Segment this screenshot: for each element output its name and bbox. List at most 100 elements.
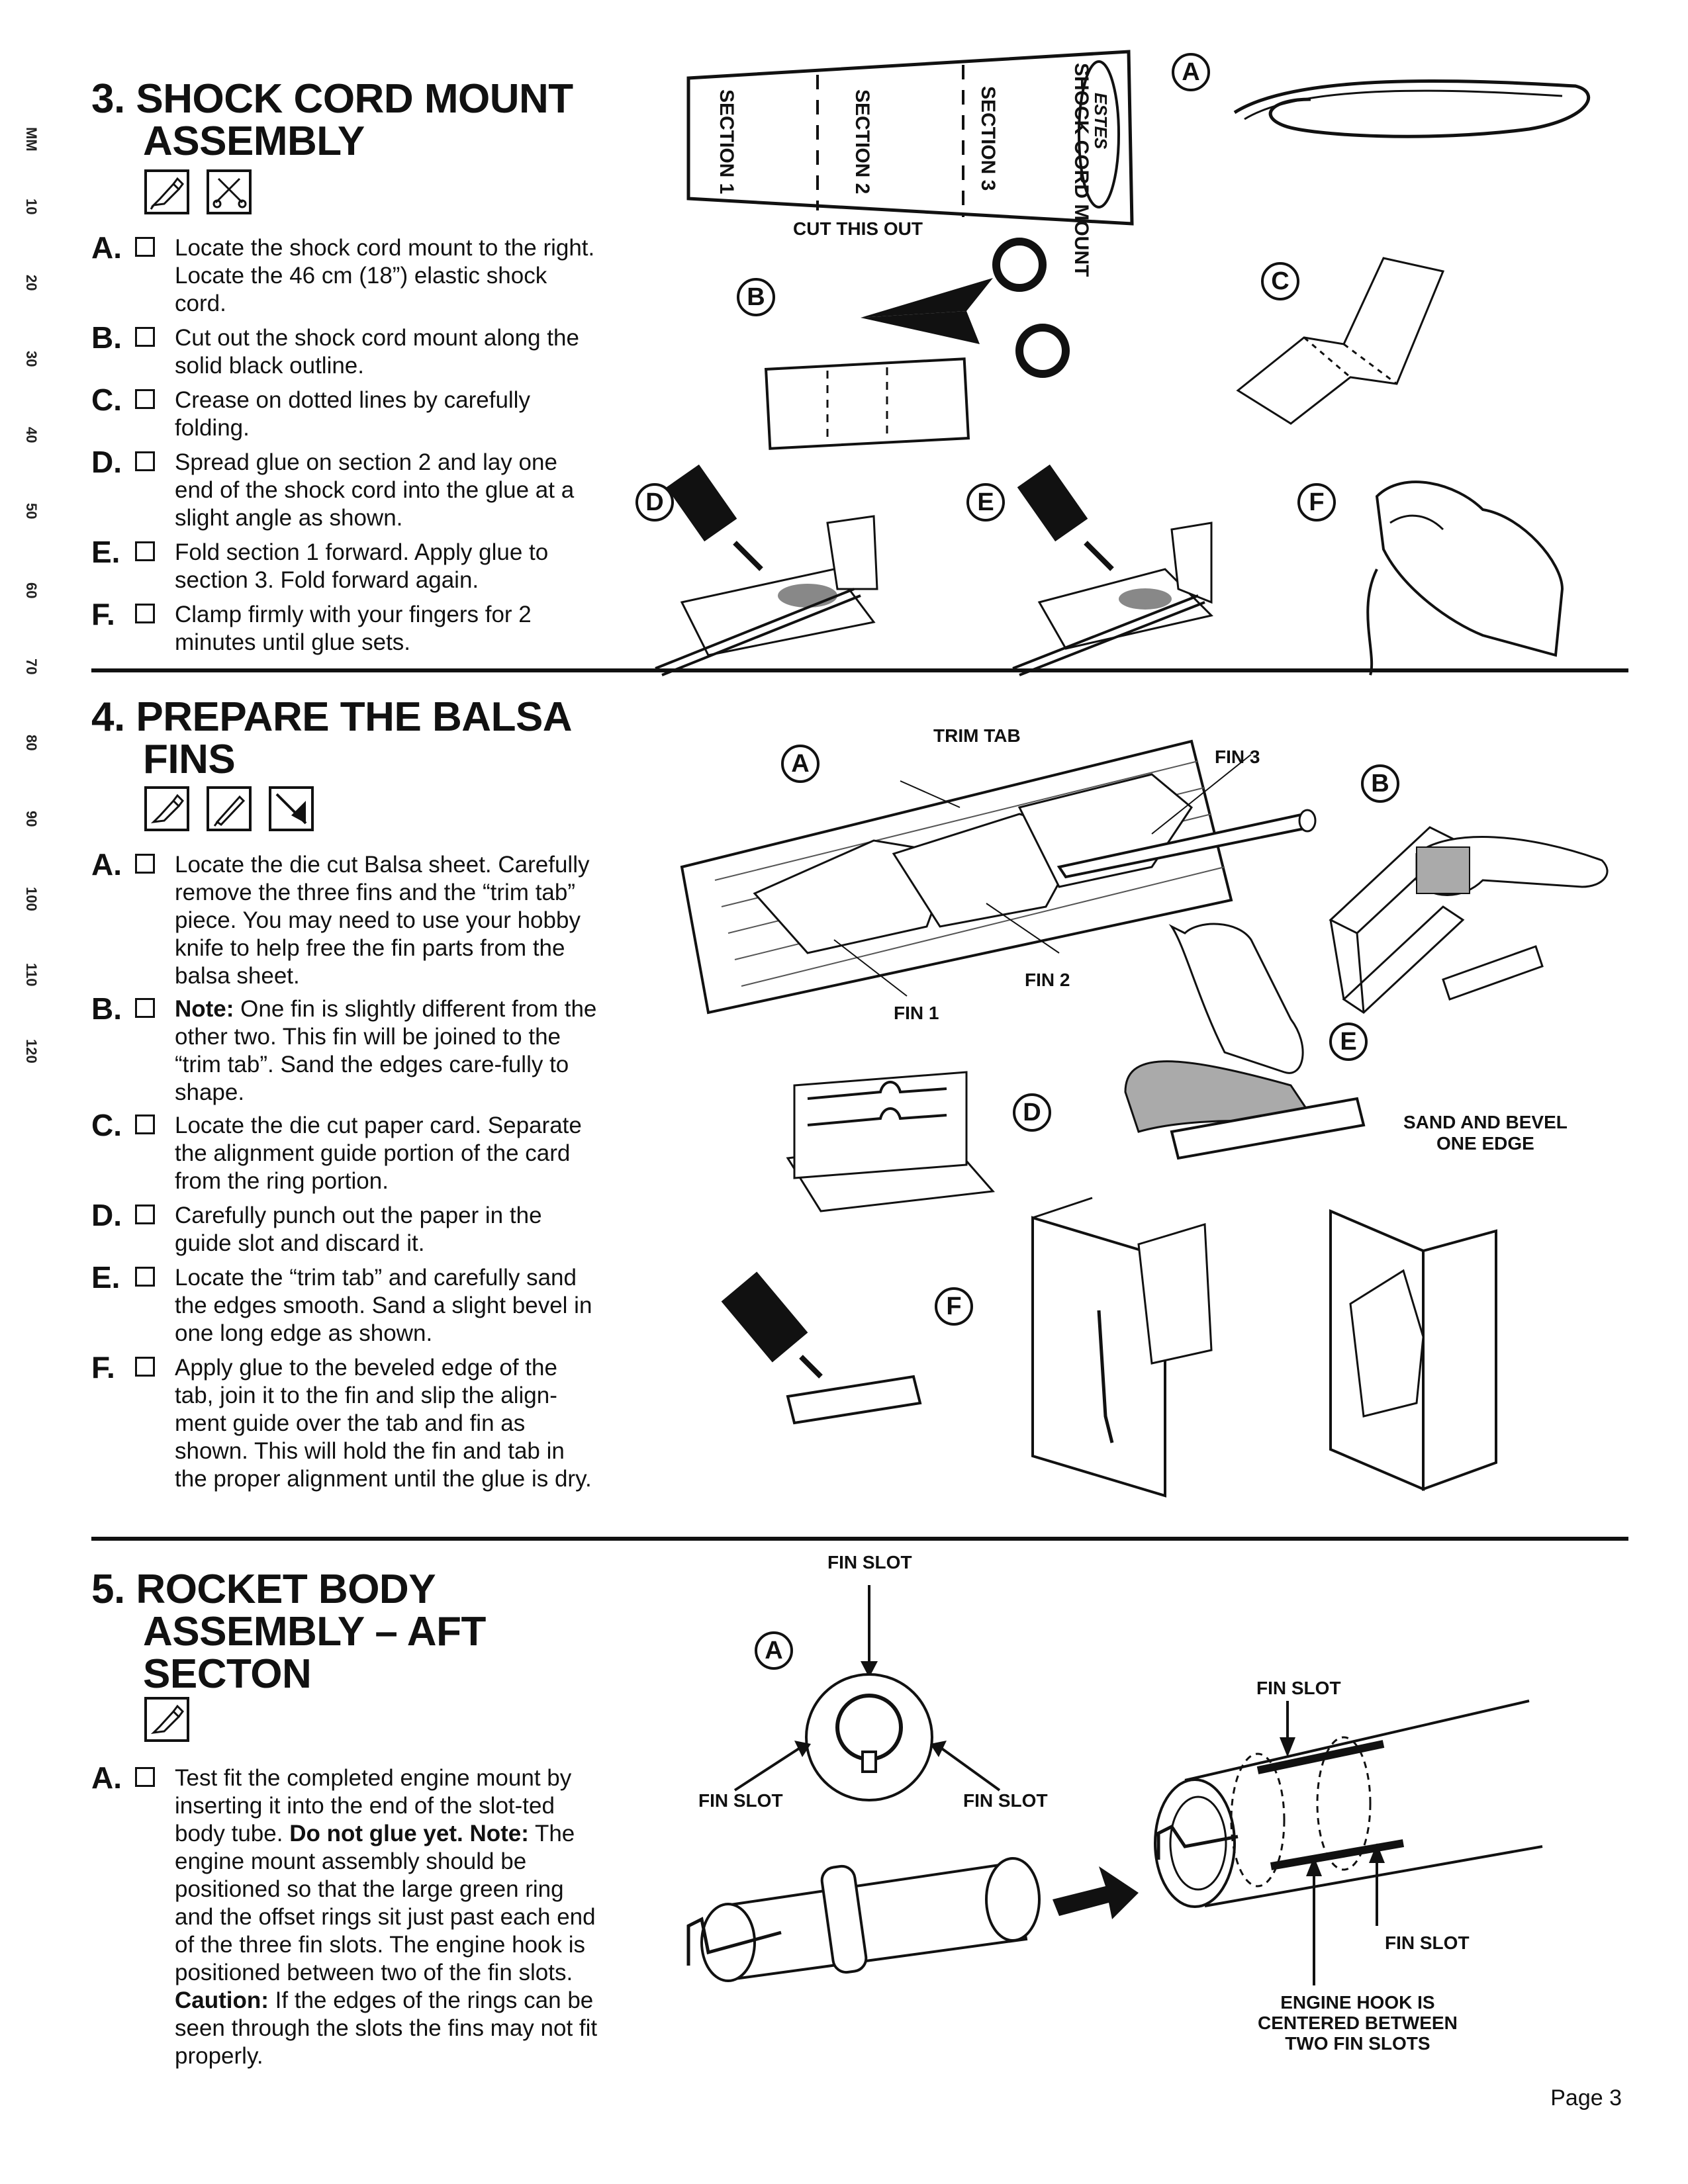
body-tube-assembly-illustration (686, 1700, 1543, 1985)
elastic-cord-illustration (1233, 79, 1590, 138)
step-checkbox[interactable] (135, 854, 155, 874)
section4-title-line1: 4. PREPARE THE BALSA (91, 694, 573, 740)
sanding-fin-illustration (1329, 826, 1609, 1014)
creased-mount-illustration (1236, 257, 1445, 425)
step-checkbox[interactable] (135, 1767, 155, 1787)
clamp-fingers-illustration (1366, 480, 1564, 676)
section5-title-line1: 5. ROCKET BODY (91, 1567, 436, 1612)
section3-step-b: B. Cut out the shock cord mount along th… (91, 320, 579, 379)
glue-tool-icon (144, 169, 189, 214)
section5-step-a: A. Test fit the completed engine mount b… (91, 1760, 598, 2069)
ruler-label: 50 (23, 503, 40, 520)
callout-balsa-b: B (1361, 764, 1399, 803)
ruler-label: 100 (23, 887, 40, 911)
section3-step-f: F. Clamp firmly with your fingers for 2 … (91, 597, 532, 655)
callout-e: E (966, 483, 1005, 522)
ring-diagram-illustration (733, 1585, 1001, 1801)
sand-bevel-label: SAND AND BEVEL ONE EDGE (1403, 1112, 1568, 1154)
section3-tools (144, 169, 252, 214)
fin-slot-label-top: FIN SLOT (827, 1552, 912, 1572)
fin-with-tab-illustration (1329, 1208, 1497, 1492)
scissors-tool-icon (207, 169, 252, 214)
section-divider (91, 1537, 1628, 1541)
callout-a: A (1172, 53, 1210, 91)
mount-brand: ESTES (1091, 93, 1111, 150)
step-checkbox[interactable] (135, 1205, 155, 1224)
callout-balsa-e: E (1329, 1023, 1368, 1061)
section5-title-line3: SECTON (143, 1651, 312, 1697)
ruler-label: 10 (23, 199, 40, 215)
section4-step-a: A. Locate the die cut Balsa sheet. Caref… (91, 847, 590, 989)
section3-step-e: E. Fold section 1 forward. Apply glue to… (91, 535, 549, 593)
section4-step-b: B. Note: One fin is slightly different f… (91, 991, 597, 1105)
step-checkbox[interactable] (135, 237, 155, 257)
callout-f: F (1297, 483, 1336, 522)
section3-step-c: C. Crease on dotted lines by carefully f… (91, 383, 530, 441)
shock-cord-mount-cutout (686, 50, 1134, 226)
fold-section1-illustration (1012, 464, 1213, 676)
section4-step-c: C. Locate the die cut paper card. Separa… (91, 1108, 582, 1194)
section3-title: 3. SHOCK CORD MOUNT ASSEMBLY (91, 78, 573, 163)
callout-balsa-a: A (781, 745, 820, 783)
glue-tool-icon (144, 786, 189, 831)
callout-c: C (1261, 262, 1299, 300)
fin2-label: FIN 2 (1025, 970, 1070, 990)
step-checkbox[interactable] (135, 1267, 155, 1287)
ruler-label: 70 (23, 659, 40, 675)
section4-step-d: D. Carefully punch out the paper in the … (91, 1198, 542, 1256)
glue-tab-illustration (721, 1271, 922, 1425)
callout-b: B (737, 278, 775, 316)
fin-slot-label-tube-top: FIN SLOT (1256, 1678, 1341, 1698)
fin1-label: FIN 1 (894, 1003, 939, 1023)
section3-step-d: D. Spread glue on section 2 and lay one … (91, 445, 575, 531)
step-checkbox[interactable] (135, 541, 155, 561)
engine-hook-note: ENGINE HOOK IS CENTERED BETWEEN TWO FIN … (1258, 1992, 1458, 2054)
fin3-label: FIN 3 (1215, 747, 1260, 767)
section5-title-line2: ASSEMBLY – AFT (143, 1609, 486, 1655)
mount-title: SHOCK CORD MOUNT (1070, 63, 1092, 277)
section4-title-line2: FINS (143, 737, 236, 782)
step-checkbox[interactable] (135, 604, 155, 623)
fin-slot-label-left: FIN SLOT (698, 1790, 783, 1811)
alignment-guide-illustration (786, 1071, 996, 1212)
ruler-label: 90 (23, 811, 40, 827)
ruler-label: 30 (23, 351, 40, 367)
glue-tool-icon (144, 1697, 189, 1742)
step-checkbox[interactable] (135, 327, 155, 347)
trim-tab-label: TRIM TAB (933, 725, 1021, 746)
ruler-label: 80 (23, 735, 40, 751)
section5-tools (144, 1697, 189, 1742)
fin-slot-label-right: FIN SLOT (963, 1790, 1048, 1811)
callout-balsa-d: D (1013, 1093, 1051, 1132)
balsa-sheet-illustration (680, 739, 1317, 1015)
mount-section1-label: SECTION 1 (716, 89, 737, 195)
glue-section2-illustration (655, 464, 878, 676)
section3-title-line1: 3. SHOCK CORD MOUNT (91, 76, 573, 122)
section5-title: 5. ROCKET BODY ASSEMBLY – AFT SECTON (91, 1569, 486, 1696)
ruler-label: 40 (23, 427, 40, 443)
section4-tools (144, 786, 314, 831)
ruler-label: 60 (23, 582, 40, 599)
callout-d: D (635, 483, 674, 522)
scissors-cutting-illustration (764, 238, 1070, 450)
sandpaper-tool-icon (269, 786, 314, 831)
step-checkbox[interactable] (135, 389, 155, 409)
mount-section3-label: SECTION 3 (977, 86, 999, 191)
page-number: Page 3 (1550, 2085, 1622, 2111)
mount-section2-label: SECTION 2 (851, 89, 873, 195)
cut-this-out-label: CUT THIS OUT (793, 218, 923, 239)
step-checkbox[interactable] (135, 451, 155, 471)
ruler-label: MM (23, 127, 40, 152)
ruler-label: 20 (23, 275, 40, 291)
section4-step-f: F. Apply glue to the beveled edge of the… (91, 1350, 592, 1492)
step-checkbox[interactable] (135, 1357, 155, 1377)
section3-step-a: A. Locate the shock cord mount to the ri… (91, 230, 595, 316)
section-divider (91, 668, 1628, 672)
sanding-trim-tab-illustration (1124, 923, 1366, 1160)
section3-title-line2: ASSEMBLY (143, 118, 365, 164)
step-checkbox[interactable] (135, 1115, 155, 1134)
fin-slot-label-tube-bottom: FIN SLOT (1385, 1933, 1470, 1953)
callout-ring-a: A (755, 1631, 793, 1670)
step-checkbox[interactable] (135, 998, 155, 1018)
hobby-knife-tool-icon (207, 786, 252, 831)
